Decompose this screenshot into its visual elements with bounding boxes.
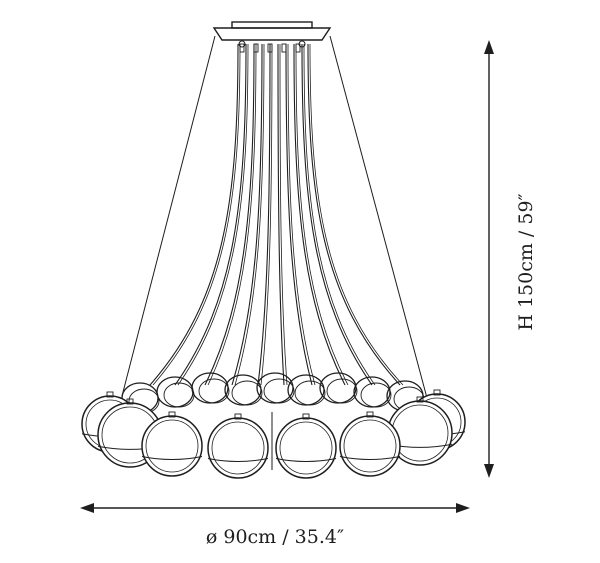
bundle-cable — [277, 43, 285, 386]
bundle-cable — [152, 43, 241, 386]
arrow-left-icon — [80, 503, 94, 513]
globe — [141, 411, 203, 477]
bundle-cable — [301, 43, 373, 386]
bundle-cable — [287, 43, 316, 386]
cable-loop — [198, 378, 230, 404]
arrow-up-icon — [484, 40, 494, 54]
central-cable-bundle — [149, 43, 404, 386]
diameter-dimension: ø 90cm / 35.4″ — [80, 503, 470, 548]
bundle-cable — [309, 43, 404, 386]
height-label: H 150cm / 59″ — [515, 193, 537, 330]
cable-connector — [253, 43, 259, 53]
cable-loop — [191, 372, 229, 404]
bundle-cable — [234, 43, 265, 386]
bundle-cable — [177, 43, 249, 386]
cable-connector — [239, 43, 245, 53]
cable-loop — [319, 372, 357, 404]
suspension-cables — [121, 35, 428, 399]
cable-loop — [353, 376, 391, 408]
bundle-cable — [279, 43, 288, 386]
cable-loop — [231, 380, 263, 406]
height-dimension: H 150cm / 59″ — [484, 40, 537, 478]
bundle-cable — [174, 43, 247, 386]
bundle-cable — [285, 43, 313, 386]
bundle-cable — [257, 43, 271, 386]
cable-loop — [163, 382, 195, 408]
bundle-cable — [260, 43, 273, 386]
cable-loop — [294, 380, 326, 406]
arrow-right-icon — [456, 503, 470, 513]
cable-connector — [295, 43, 301, 53]
arrow-down-icon — [484, 464, 494, 478]
cable-loop — [326, 378, 358, 404]
bundle-cable — [307, 43, 401, 386]
cable-connector — [267, 43, 273, 53]
diameter-label: ø 90cm / 35.4″ — [206, 526, 344, 548]
cable-loop — [360, 382, 392, 408]
cable-loop — [224, 374, 262, 406]
globe — [275, 413, 337, 479]
bundle-cable — [207, 43, 257, 386]
bundle-cable — [295, 43, 349, 386]
cable-connector — [281, 43, 287, 53]
bundle-cable — [293, 43, 346, 386]
ceiling-canopy — [212, 21, 332, 48]
globe — [339, 411, 401, 477]
cable-loop — [156, 376, 194, 408]
bundle-cable — [303, 43, 376, 386]
globe — [207, 413, 269, 479]
cable-loops — [121, 372, 425, 414]
bundle-cable — [231, 43, 263, 386]
cable-loop — [263, 378, 295, 404]
bundle-cable — [204, 43, 255, 386]
bundle-cable — [149, 43, 239, 386]
globe-cluster — [81, 389, 466, 479]
